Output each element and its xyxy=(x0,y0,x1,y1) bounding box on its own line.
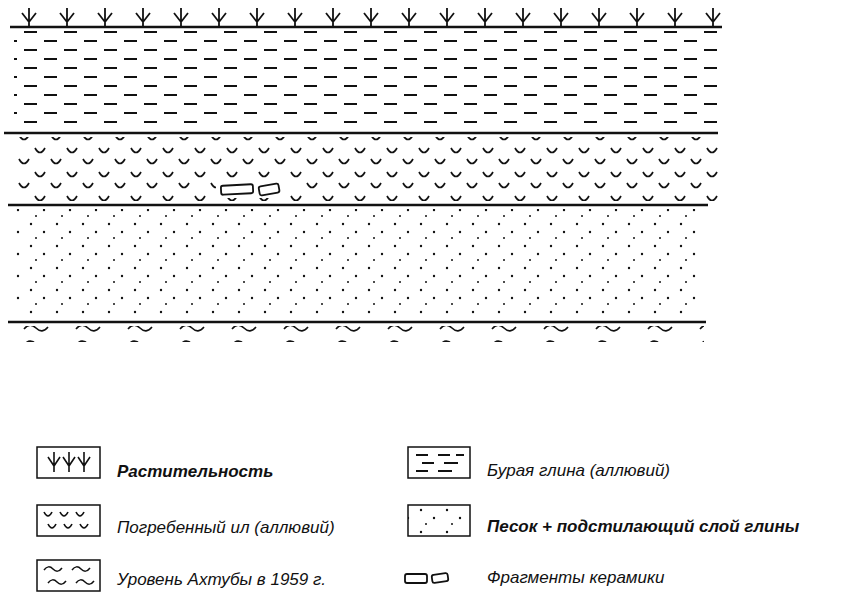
legend-label: Бурая глина (аллювий) xyxy=(487,461,670,481)
legend-label: Уровень Ахтубы в 1959 г. xyxy=(117,570,326,590)
legend-label: Растительность xyxy=(117,462,273,482)
legend-label: Фрагменты керамики xyxy=(487,568,664,588)
legend-label: Погребенный ил (аллювий) xyxy=(117,518,335,538)
legend-label: Песок + подстилающий слой глины xyxy=(487,517,799,537)
